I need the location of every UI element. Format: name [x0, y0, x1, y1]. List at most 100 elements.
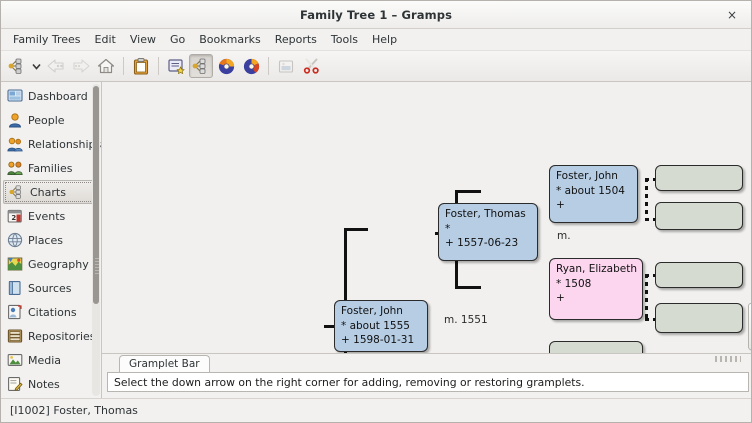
connector-to-empty-3 — [645, 274, 657, 277]
families-icon — [7, 160, 23, 176]
relationships-icon — [7, 136, 23, 152]
connector-gf-ancestors-dashed — [645, 178, 648, 220]
person-name: Foster, John — [341, 305, 403, 317]
person-death: + — [556, 199, 565, 211]
connector-to-grandmother — [455, 286, 481, 289]
person-box-foster-thomas[interactable]: Foster, Thomas * + 1557-06-23 — [438, 203, 538, 261]
person-birth: * — [445, 222, 451, 235]
back-arrow-icon[interactable] — [44, 54, 68, 78]
body: Dashboard People — [1, 82, 751, 398]
menu-item-bookmarks[interactable]: Bookmarks — [199, 33, 261, 46]
fan-chart-descendant-icon[interactable] — [239, 54, 263, 78]
sidebar: Dashboard People — [1, 82, 102, 398]
reports-icon[interactable] — [164, 54, 188, 78]
person-birth: * 1508 — [556, 277, 592, 290]
sidebar-item-places[interactable]: Places — [1, 228, 101, 252]
connector-to-grandfather — [455, 190, 481, 193]
chevron-down-icon[interactable] — [30, 55, 43, 77]
marriage-label-grandparents: m. — [557, 230, 571, 242]
sidebar-item-repositories[interactable]: Repositories — [1, 324, 101, 348]
places-icon — [7, 232, 23, 248]
sidebar-scrollbar-thumb[interactable] — [93, 86, 99, 304]
media-icon — [7, 352, 23, 368]
notes-icon — [7, 376, 23, 392]
person-tree-icon[interactable] — [5, 54, 29, 78]
sidebar-resize-grip[interactable] — [95, 258, 99, 276]
sidebar-item-notes[interactable]: Notes — [1, 372, 101, 396]
menu-item-edit[interactable]: Edit — [94, 33, 116, 46]
sidebar-item-label: Dashboard — [28, 89, 88, 103]
clipboard-icon[interactable] — [129, 54, 153, 78]
charts-icon[interactable] — [189, 54, 213, 78]
toolbar-separator — [268, 57, 269, 75]
empty-person-box[interactable] — [549, 341, 643, 353]
close-icon[interactable]: × — [726, 7, 738, 22]
forward-arrow-icon[interactable] — [69, 54, 93, 78]
status-bar: [I1002] Foster, Thomas — [1, 398, 751, 422]
pedigree-chart-canvas[interactable]: Foster, John * about 1555 + 1598-01-31 F… — [102, 82, 751, 354]
person-box-ryan-elizabeth[interactable]: Ryan, Elizabeth * 1508 + — [549, 258, 643, 320]
menu-item-view[interactable]: View — [129, 33, 156, 46]
sidebar-item-families[interactable]: Families — [1, 156, 101, 180]
citations-icon — [7, 304, 23, 320]
title-bar: Family Tree 1 – Gramps × — [1, 1, 751, 29]
dashboard-icon — [7, 88, 23, 104]
gramplet-tab-row: Gramplet Bar — [105, 354, 751, 372]
sources-icon — [7, 280, 23, 296]
person-box-foster-john-root[interactable]: Foster, John * about 1555 + 1598-01-31 — [334, 300, 428, 352]
media-icon[interactable] — [274, 54, 298, 78]
empty-person-box[interactable] — [655, 262, 743, 288]
sidebar-item-sources[interactable]: Sources — [1, 276, 101, 300]
person-death: + 1557-06-23 — [445, 237, 519, 249]
sidebar-item-charts[interactable]: Charts — [3, 180, 99, 204]
box-corner-mark — [439, 204, 447, 212]
person-death: + — [556, 292, 565, 304]
sidebar-item-events[interactable]: 2 Events — [1, 204, 101, 228]
gramplet-grip-dots[interactable] — [715, 356, 741, 362]
charts-icon — [9, 184, 25, 200]
menu-item-go[interactable]: Go — [169, 33, 186, 46]
sidebar-item-geography[interactable]: Geography — [1, 252, 101, 276]
person-birth: * about 1504 — [556, 184, 625, 197]
toolbar — [1, 51, 751, 82]
home-icon[interactable] — [94, 54, 118, 78]
connector-gm-ancestors-dashed — [645, 274, 648, 320]
connector-to-father — [344, 228, 368, 231]
sidebar-item-dashboard[interactable]: Dashboard — [1, 84, 101, 108]
connector-to-empty-1 — [645, 178, 657, 181]
empty-person-box[interactable] — [655, 165, 743, 191]
menu-item-tools[interactable]: Tools — [330, 33, 359, 46]
person-name: Ryan, Elizabeth — [556, 263, 638, 275]
window-title: Family Tree 1 – Gramps — [299, 7, 453, 22]
fan-chart-icon[interactable] — [214, 54, 238, 78]
menu-item-family-trees[interactable]: Family Trees — [13, 33, 81, 46]
scissors-icon[interactable] — [299, 54, 323, 78]
person-box-foster-john-grandfather[interactable]: Foster, John * about 1504 + — [549, 165, 638, 223]
toolbar-separator — [158, 57, 159, 75]
sidebar-item-media[interactable]: Media — [1, 348, 101, 372]
empty-person-box[interactable] — [655, 303, 743, 333]
gramplet-message: Select the down arrow on the right corne… — [107, 372, 749, 392]
sidebar-item-relationships[interactable]: Relationships — [1, 132, 101, 156]
menu-item-reports[interactable]: Reports — [274, 33, 317, 46]
sidebar-item-label: Notes — [28, 377, 60, 391]
person-birth: * about 1555 — [341, 319, 410, 332]
sidebar-item-label: Charts — [30, 185, 66, 199]
empty-person-box[interactable] — [655, 202, 743, 230]
connector-to-empty-2 — [645, 218, 657, 221]
tab-gramplet-bar[interactable]: Gramplet Bar — [119, 355, 210, 372]
sidebar-item-label: Citations — [28, 305, 77, 319]
people-icon — [7, 112, 23, 128]
expand-right-button[interactable]: › — [748, 303, 751, 350]
box-corner-mark — [550, 166, 558, 174]
menu-item-help[interactable]: Help — [372, 33, 398, 46]
repositories-icon — [7, 328, 23, 344]
sidebar-scrollbar[interactable] — [92, 84, 100, 396]
person-name: Foster, Thomas — [445, 208, 526, 220]
toolbar-separator — [123, 57, 124, 75]
sidebar-item-label: People — [28, 113, 65, 127]
sidebar-item-people[interactable]: People — [1, 108, 101, 132]
sidebar-item-label: Repositories — [28, 329, 96, 343]
sidebar-item-citations[interactable]: Citations — [1, 300, 101, 324]
